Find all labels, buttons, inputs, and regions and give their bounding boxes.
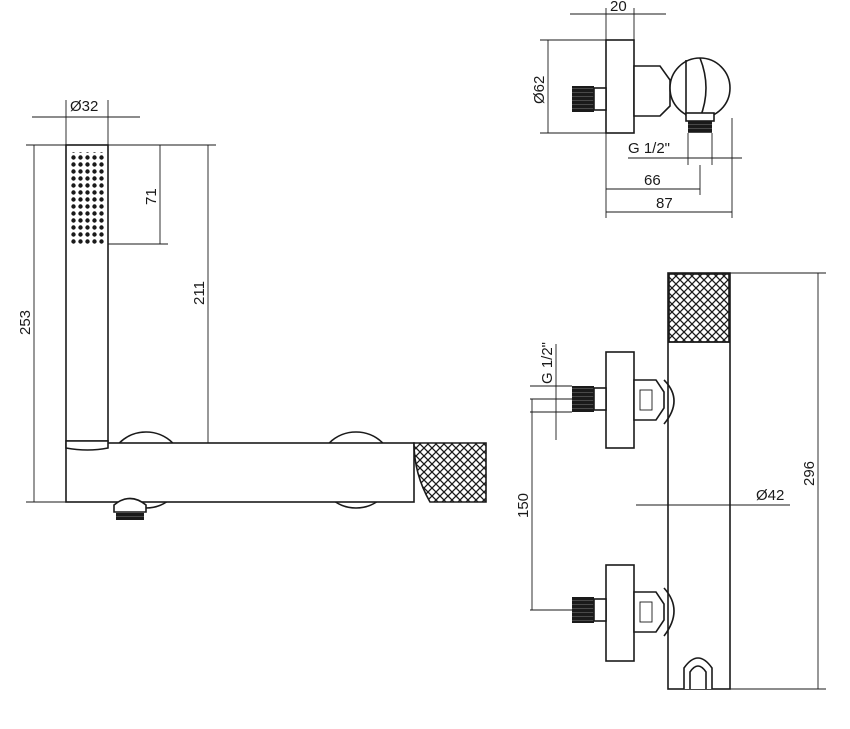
dim-spray-face-length: 71 <box>143 188 160 205</box>
lower-neck <box>633 591 665 633</box>
upper-connector-thread <box>572 386 594 412</box>
dim-centres: 150 <box>515 493 532 518</box>
top-connector-thread <box>572 86 594 112</box>
spray-face <box>70 152 104 244</box>
dim-projection-66: 66 <box>644 172 661 189</box>
dim-escutcheon-diameter: Ø62 <box>531 76 548 104</box>
knurled-handle <box>413 442 487 503</box>
dim-thread-top: G 1/2" <box>628 140 670 157</box>
dim-body-diameter: Ø42 <box>756 487 784 504</box>
outlet-thread <box>116 512 144 520</box>
hand-shower-holder <box>65 440 109 451</box>
dim-wall-offset-top: 20 <box>610 0 627 15</box>
dim-projection-87: 87 <box>656 195 673 212</box>
upper-connector-nut <box>593 387 607 411</box>
dim-hand-shower-height: 253 <box>17 310 34 335</box>
top-escutcheon <box>605 39 635 134</box>
top-right-view: 20 Ø62 G 1/2" 66 87 <box>531 0 742 218</box>
lower-connector-nut <box>593 598 607 622</box>
lower-connector-thread <box>572 597 594 623</box>
shower-outlet <box>113 497 147 513</box>
top-outlet-nut <box>685 112 715 122</box>
bottom-right-view: G 1/2" 150 Ø42 296 <box>515 272 826 690</box>
bottom-outlet-hook <box>683 657 713 689</box>
top-neck <box>633 65 671 117</box>
left-view: Ø32 253 71 211 <box>17 98 487 520</box>
dim-body-height: 296 <box>801 461 818 486</box>
top-connector-nut <box>593 87 607 111</box>
top-holder-round <box>669 57 731 119</box>
dim-thread-front: G 1/2" <box>539 342 556 384</box>
top-outlet-thread <box>688 121 712 133</box>
vertical-knurled-handle <box>668 273 730 343</box>
lower-escutcheon <box>605 564 635 662</box>
dim-hand-shower-to-body: 211 <box>191 281 208 305</box>
upper-escutcheon <box>605 351 635 449</box>
upper-neck <box>633 379 665 421</box>
mixer-body <box>65 442 415 503</box>
dim-hand-shower-diameter: Ø32 <box>70 98 98 115</box>
